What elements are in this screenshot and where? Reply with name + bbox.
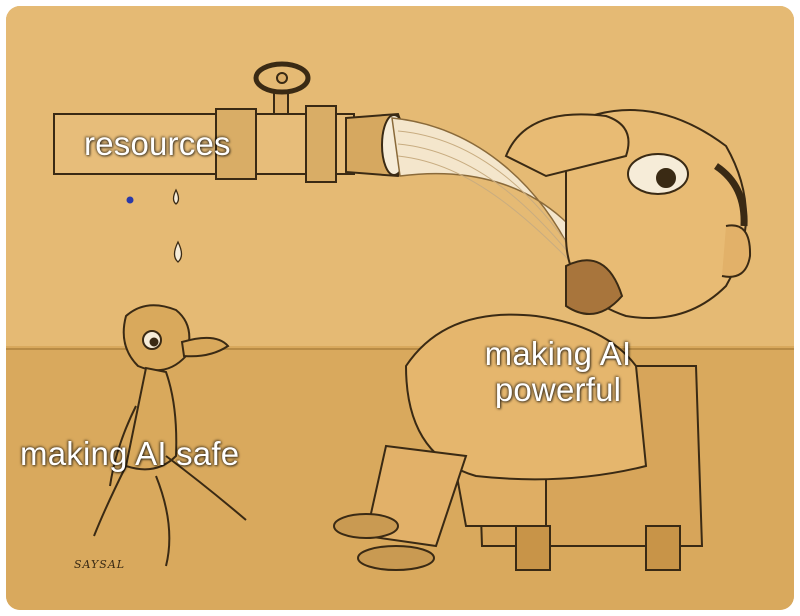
- thin-man-figure: [93, 304, 247, 567]
- caption-resources: resources: [84, 125, 231, 162]
- meme-frame: resources making AI powerful making AI s…: [6, 6, 794, 610]
- valve-wheel: [253, 61, 311, 115]
- caption-making-ai-powerful: making AI powerful: [458, 336, 658, 408]
- large-man-figure: [333, 109, 752, 571]
- artist-signature: SAYSAL: [74, 558, 126, 571]
- caption-line: making AI: [484, 335, 632, 372]
- water-pipe: [53, 105, 407, 183]
- caption-making-ai-safe: making AI safe: [20, 435, 240, 472]
- caption-line: powerful: [494, 371, 622, 408]
- cartoon-illustration: [6, 6, 794, 610]
